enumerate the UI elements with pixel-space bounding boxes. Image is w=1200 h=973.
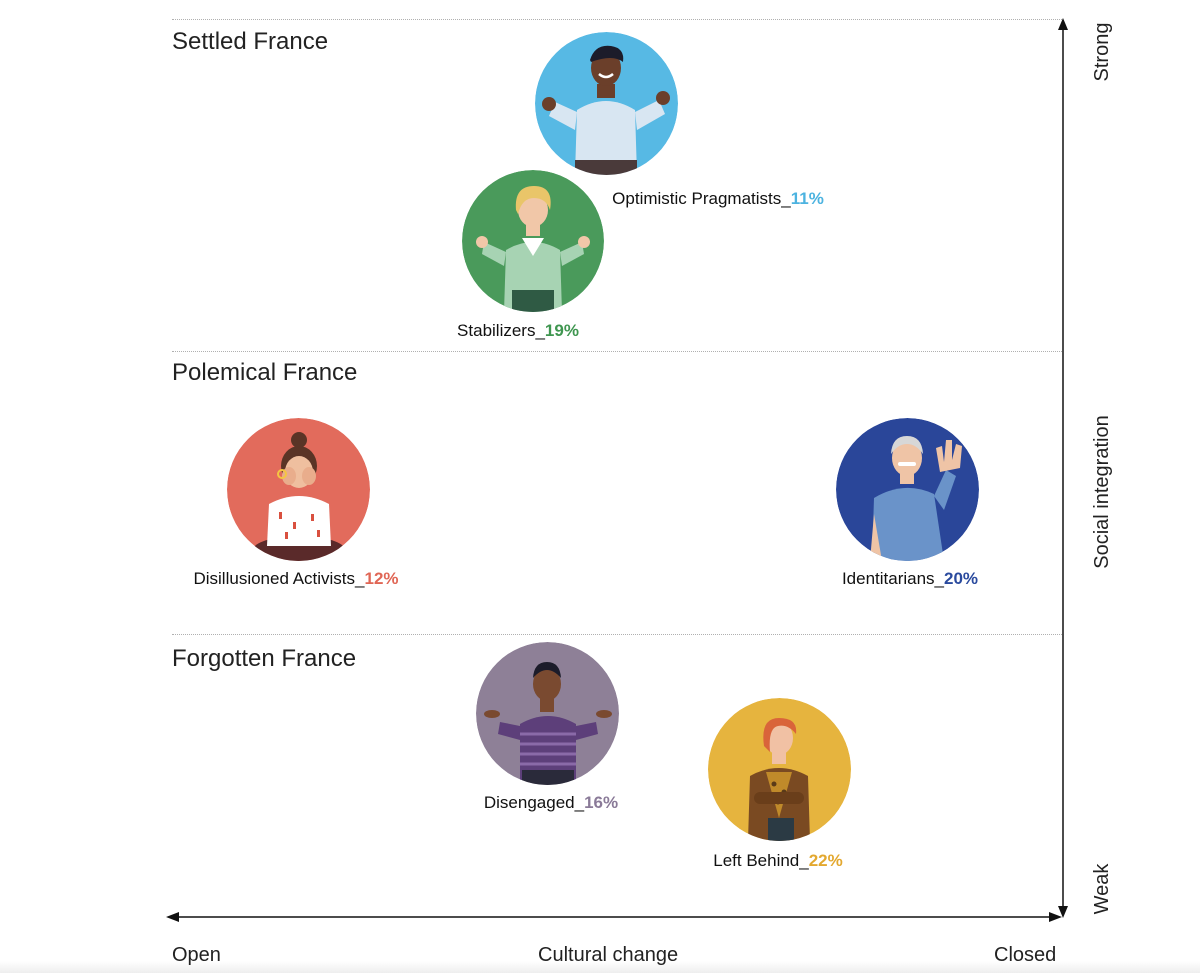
shrugging-man-icon xyxy=(476,642,619,785)
x-axis-right-label: Closed xyxy=(994,944,1057,966)
persona-percentage: 12% xyxy=(364,569,399,588)
x-axis-arrow-right xyxy=(1049,912,1062,922)
persona-percentage: 19% xyxy=(544,321,579,340)
persona-percentage: 11% xyxy=(790,189,824,208)
persona-name: Disengaged_ xyxy=(483,793,585,812)
y-axis-title: Social integration xyxy=(1091,415,1113,569)
y-axis-arrow-up xyxy=(1058,18,1068,30)
persona-name: Disillusioned Activists_ xyxy=(193,569,365,588)
face-in-hands-woman-icon xyxy=(227,418,370,561)
calm-meditating-woman-icon xyxy=(462,170,604,312)
zone-label-settled: Settled France xyxy=(172,28,329,55)
thumbs-up-man-icon xyxy=(535,32,678,175)
zone-label-forgotten: Forgotten France xyxy=(172,645,357,672)
persona-name: Left Behind_ xyxy=(713,851,809,870)
zone-label-polemical: Polemical France xyxy=(172,359,358,386)
y-axis-top-label: Strong xyxy=(1091,22,1113,82)
x-axis-title: Cultural change xyxy=(538,944,679,966)
x-axis-arrow-left xyxy=(166,912,179,922)
persona-caption: Optimistic Pragmatists_11% xyxy=(612,189,824,209)
persona-percentage: 22% xyxy=(808,851,843,870)
settled-polemical-divider xyxy=(172,351,1062,352)
vertical-axis xyxy=(1058,18,1068,918)
persona-name: Optimistic Pragmatists_ xyxy=(612,189,791,208)
persona-percentage: 20% xyxy=(944,569,979,588)
persona-caption: Disillusioned Activists_12% xyxy=(193,569,398,589)
persona-caption: Identitarians_20% xyxy=(842,569,978,589)
persona-percentage: 16% xyxy=(584,793,619,812)
persona-caption: Stabilizers_19% xyxy=(457,321,579,341)
persona-name: Identitarians_ xyxy=(841,569,945,588)
persona-caption: Disengaged_16% xyxy=(484,793,618,813)
polemical-forgotten-divider xyxy=(172,634,1062,635)
stop-hand-man-icon xyxy=(836,418,979,561)
y-axis-bottom-label: Weak xyxy=(1091,863,1113,915)
persona-name: Stabilizers_ xyxy=(457,321,545,340)
top-divider xyxy=(172,19,1062,20)
y-axis-arrow-down xyxy=(1058,906,1068,918)
page-bottom-fade xyxy=(0,961,1200,973)
horizontal-axis xyxy=(166,912,1062,922)
x-axis-left-label: Open xyxy=(172,944,221,966)
persona-caption: Left Behind_22% xyxy=(713,851,843,871)
arms-crossed-woman-icon xyxy=(708,698,851,841)
